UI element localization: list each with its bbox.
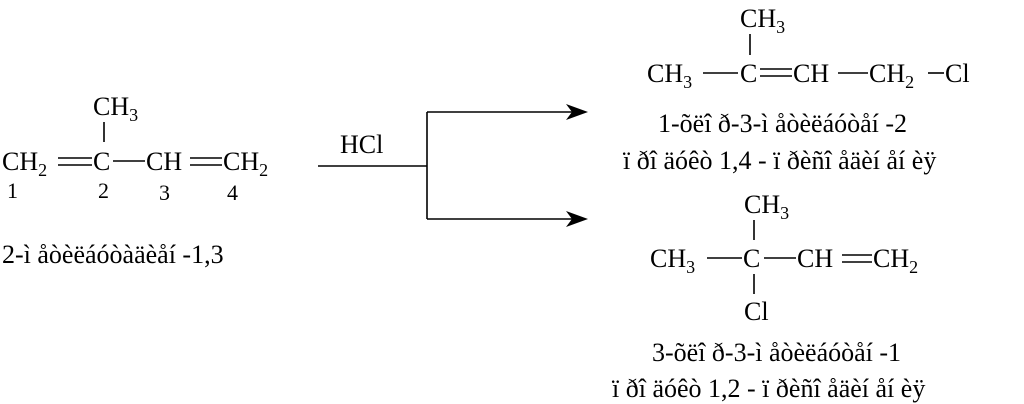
reactant-atom-c3: CH: [146, 147, 182, 176]
product-1-atom-ch2: CH2: [869, 59, 914, 92]
carbon-number-3: 3: [159, 180, 170, 205]
product-2-structure: CH3 CH3 C CH CH2 Cl: [650, 190, 918, 326]
carbon-number-1: 1: [7, 178, 18, 203]
product-2-atom-ch2: CH2: [873, 244, 918, 277]
product-1-methyl: CH3: [740, 4, 785, 37]
reactant-atom-c1: CH2: [2, 147, 47, 180]
product-2-note: ï ðî äóêò 1,2 - ï ðèñî åäèí åí èÿ: [611, 374, 925, 403]
product-2-atom-ch3: CH3: [650, 244, 695, 277]
reactant-name: 2-ì åòèëáóòàäèåí -1,3: [2, 240, 224, 269]
reactant-methyl: CH3: [93, 92, 138, 125]
product-1-atom-ch: CH: [793, 59, 829, 88]
product-2-atom-c: C: [743, 244, 760, 273]
product-1-atom-ch3: CH3: [647, 59, 692, 92]
product-2-methyl: CH3: [744, 190, 789, 223]
product-2-atom-ch: CH: [797, 244, 833, 273]
product-1-structure: CH3 CH3 C CH CH2 Cl: [647, 4, 970, 92]
carbon-number-4: 4: [227, 180, 238, 205]
product-2-name: 3-õëî ð-3-ì åòèëáóòåí -1: [652, 338, 901, 367]
arrow-head-bottom: [566, 211, 588, 227]
branching-arrow: [318, 104, 588, 227]
reactant-atom-c4: CH2: [223, 147, 268, 180]
carbon-number-2: 2: [98, 178, 109, 203]
product-1-atom-cl: Cl: [945, 59, 970, 88]
arrow-head-top: [566, 104, 588, 120]
product-2-atom-cl: Cl: [744, 297, 769, 326]
reagent-label: HCl: [340, 130, 383, 159]
product-1-atom-c: C: [740, 59, 757, 88]
reactant-atom-c2: C: [93, 147, 110, 176]
product-1-note: ï ðî äóêò 1,4 - ï ðèñî åäèí åí èÿ: [622, 146, 936, 175]
reactant-structure: CH3 CH2 C CH CH2 1 2 3 4: [2, 92, 268, 205]
product-1-name: 1-õëî ð-3-ì åòèëáóòåí -2: [658, 109, 907, 138]
